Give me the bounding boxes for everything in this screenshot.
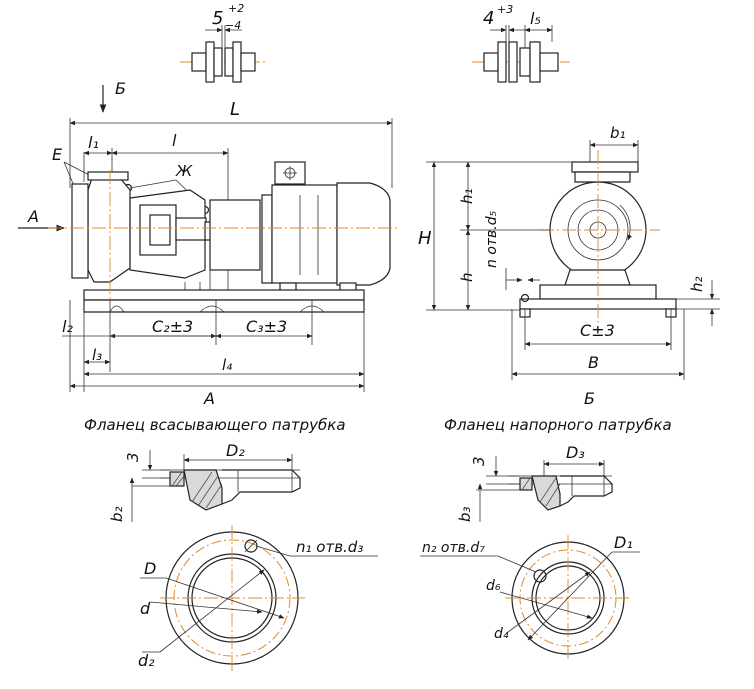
c-label: C±3 [580,321,615,340]
length-L-label: L [230,99,240,120]
three-right-label: 3 [470,456,488,466]
view-b-arrow-label: Б [115,79,126,98]
pressure-flange-caption: Фланец напорного патрубка [444,416,672,434]
l-label: l [172,131,177,150]
suction-flange-section: D₂ 3 b₂ [108,441,301,522]
gap-left-lower-tolerance: −4 [225,19,241,32]
gap-left-upper-tolerance: +2 [228,2,244,15]
d-label: d [140,599,151,618]
gap-left-label: 5 [212,8,223,29]
B-label: B [588,353,599,372]
coupling-detail-right: 4 +3 l₅ [472,3,570,83]
l2-label: l₂ [62,317,73,336]
h-label: h [458,272,476,282]
l4-label: l₄ [222,356,232,374]
pump-end-view: b₁ H h₁ h n отв.d₅ [418,124,720,408]
D2-label: D₂ [226,441,245,460]
l1-label: l₁ [88,133,99,152]
D3-label: D₃ [566,443,585,462]
zh-label: Ж [175,162,193,180]
c2-label: C₂±3 [152,317,193,336]
D1-label: D₁ [614,533,633,552]
n-holes-d5-label: n отв.d₅ [484,210,500,268]
d4-label: d₄ [494,626,509,642]
pressure-flange-face: n₂ отв.d₇ D₁ d₆ d₄ [420,533,640,662]
d6-label: d₆ [486,578,501,594]
n2-holes-d7-label: n₂ отв.d₇ [422,540,485,556]
coupling-detail-left: 5 +2 −4 [180,2,265,83]
pump-side-view: Б L l₁ l E Ж A [18,79,400,408]
l3-label: l₃ [92,346,102,364]
view-a-arrow-label: A [27,207,39,226]
three-left-label: 3 [124,452,142,462]
pressure-flange-section: D₃ 3 b₃ [456,443,613,522]
A-dimension-label: A [203,389,215,408]
b1-label: b₁ [610,124,626,142]
D-label: D [144,559,156,578]
h2-label: h₂ [688,276,706,292]
b2-label: b₂ [108,506,126,522]
gap-right-upper-tolerance: +3 [497,3,513,16]
b3-label: b₃ [456,506,474,522]
view-b-title: Б [584,389,595,408]
E-label: E [52,145,63,164]
gap-right-label: 4 [483,8,494,29]
n1-holes-d3-label: n₁ отв.d₃ [296,538,363,556]
suction-flange-face: n₁ отв.d₃ D d d₂ [138,525,378,672]
c3-label: C₃±3 [246,317,287,336]
suction-flange-caption: Фланец всасывающего патрубка [84,416,346,434]
H-label: H [418,228,432,249]
h1-label: h₁ [458,188,476,204]
d2-label: d₂ [138,651,155,670]
l5-label: l₅ [530,9,541,28]
